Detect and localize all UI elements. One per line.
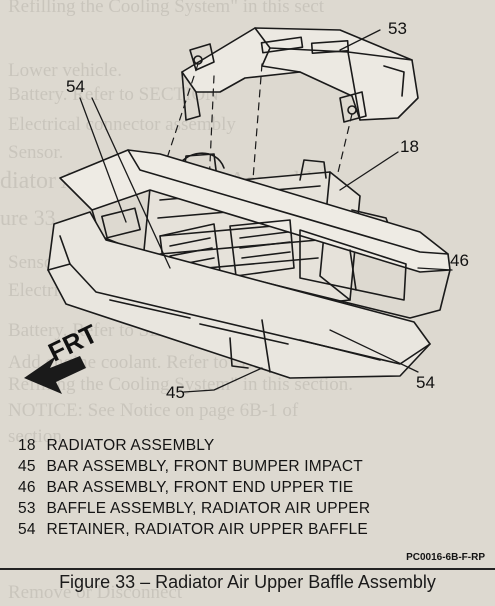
- legend-number: 53: [18, 500, 36, 517]
- figure-reference-code: PC0016-6B-F-RP: [406, 552, 485, 563]
- legend-item: 45 BAR ASSEMBLY, FRONT BUMPER IMPACT: [18, 456, 488, 477]
- bumper-bar-drawing: [47, 211, 431, 379]
- callout-54-lower: 54: [416, 373, 435, 392]
- callout-54-upper: 54: [66, 77, 85, 96]
- legend-item: 54 RETAINER, RADIATOR AIR UPPER BAFFLE: [18, 519, 488, 540]
- legend-item: 18 RADIATOR ASSEMBLY: [18, 435, 488, 456]
- legend-text: BAR ASSEMBLY, FRONT BUMPER IMPACT: [46, 458, 363, 475]
- legend-number: 45: [18, 458, 36, 475]
- callout-46: 46: [450, 251, 469, 270]
- parts-legend: 18 RADIATOR ASSEMBLY 45 BAR ASSEMBLY, FR…: [18, 435, 488, 540]
- legend-text: RADIATOR ASSEMBLY: [46, 437, 215, 454]
- figure-caption: Figure 33 – Radiator Air Upper Baffle As…: [59, 572, 436, 592]
- front-direction-arrow: [24, 356, 86, 394]
- leader-lines: [79, 29, 453, 393]
- callout-45: 45: [166, 383, 185, 402]
- upper-baffle-drawing: [181, 27, 419, 123]
- legend-item: 46 BAR ASSEMBLY, FRONT END UPPER TIE: [18, 477, 488, 498]
- callout-53: 53: [388, 19, 407, 38]
- legend-number: 18: [18, 437, 36, 454]
- callout-18: 18: [400, 137, 419, 156]
- legend-item: 53 BAFFLE ASSEMBLY, RADIATOR AIR UPPER: [18, 498, 488, 519]
- legend-number: 54: [18, 521, 36, 538]
- legend-number: 46: [18, 479, 36, 496]
- baffle-assembly-diagram: FRT 53 54 18 46 54 45: [24, 19, 469, 402]
- legend-text: RETAINER, RADIATOR AIR UPPER BAFFLE: [46, 521, 368, 538]
- legend-text: BAFFLE ASSEMBLY, RADIATOR AIR UPPER: [46, 500, 371, 517]
- caption-divider: [0, 568, 495, 570]
- legend-text: BAR ASSEMBLY, FRONT END UPPER TIE: [46, 479, 354, 496]
